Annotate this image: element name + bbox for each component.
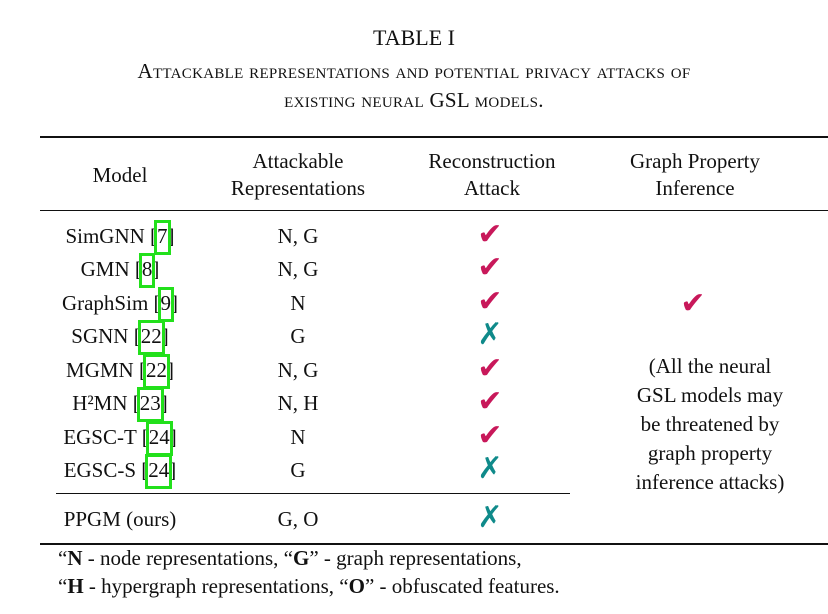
model-name-cell: SGNN [22] <box>20 320 220 355</box>
citation-highlight-box <box>138 253 156 288</box>
citation-highlight-box <box>154 220 171 255</box>
check-mark-icon: ✔ <box>477 419 503 452</box>
representations-cell: N <box>290 291 306 315</box>
model-name-cell: EGSC-S [24] <box>20 454 220 489</box>
citation-highlight-box <box>157 287 175 322</box>
footnote-text-1b: ” - graph representations, <box>309 546 522 570</box>
cross-mark-icon: ✗ <box>477 501 503 534</box>
check-mark-icon: ✔ <box>477 385 503 418</box>
check-mark-icon: ✔ <box>477 352 503 385</box>
model-name-cell: GraphSim [9] <box>20 287 220 322</box>
citation-ref[interactable]: 22 <box>137 320 165 355</box>
check-mark-icon: ✔ <box>477 218 503 251</box>
cross-mark-icon: ✗ <box>477 318 503 351</box>
model-name: EGSC-T <box>63 425 137 449</box>
citation-highlight-box <box>137 320 165 355</box>
footnote-key-h: H <box>67 574 84 598</box>
bottom-rule <box>40 543 828 545</box>
model-name: SGNN <box>71 324 129 348</box>
ours-separator-rule <box>56 493 570 494</box>
representations-cell: N <box>290 425 306 449</box>
citation-ref[interactable]: 9 <box>157 287 175 322</box>
model-name: GraphSim <box>61 291 149 315</box>
citation-highlight-box <box>145 421 173 456</box>
header-model: Model <box>92 163 148 187</box>
representations-cell: N, G <box>277 257 319 281</box>
model-name: SimGNN <box>65 224 145 248</box>
model-name-cell: MGMN [22] <box>20 354 220 389</box>
representations-cell: N, H <box>277 391 319 415</box>
gpi-note: (All the neural GSL models may be threat… <box>620 352 800 497</box>
header-reconstruction-line-1: Reconstruction <box>428 149 556 173</box>
citation-highlight-box <box>145 454 173 489</box>
gpi-note-line-3: be threatened by <box>640 412 780 436</box>
representations-cell: N, G <box>277 358 319 382</box>
table-caption: Attackable representations and potential… <box>0 57 828 115</box>
footnote-key-o: O <box>348 574 365 598</box>
citation-ref[interactable]: 7 <box>154 220 171 255</box>
header-attackable-line-2: Representations <box>230 176 366 200</box>
model-name-cell: H²MN [23] <box>20 387 220 422</box>
footnote-text-2b: ” - obfuscated features. <box>364 574 560 598</box>
citation-ref[interactable]: 24 <box>145 421 173 456</box>
gpi-note-line-5: inference attacks) <box>635 470 785 494</box>
gpi-note-line-1: (All the neural <box>648 354 772 378</box>
gpi-note-line-4: graph property <box>647 441 773 465</box>
footnote-key-g: G <box>293 546 310 570</box>
header-graph-property-line-1: Graph Property <box>629 149 761 173</box>
header-attackable: Attackable Representations <box>208 148 388 202</box>
model-name: GMN <box>80 257 130 281</box>
gpi-note-line-2: GSL models may <box>636 383 784 407</box>
header-graph-property: Graph Property Inference <box>600 148 790 202</box>
header-graph-property-line-2: Inference <box>655 176 735 200</box>
footnote-line-2: “H - hypergraph representations, “O” - o… <box>58 574 560 598</box>
citation-ref[interactable]: 22 <box>142 354 170 389</box>
top-rule <box>40 136 828 138</box>
representations-cell: G <box>290 458 306 482</box>
model-name-cell: EGSC-T [24] <box>20 421 220 456</box>
footnote-text-2a: - hypergraph representations, “ <box>83 574 349 598</box>
model-name-cell: SimGNN [7] <box>20 220 220 255</box>
header-attackable-line-1: Attackable <box>252 149 344 173</box>
check-mark-icon: ✔ <box>477 251 503 284</box>
caption-line-1: Attackable representations and potential… <box>137 59 691 83</box>
table-label: TABLE I <box>373 25 455 50</box>
model-name: PPGM (ours) <box>63 507 177 531</box>
representations-cell: N, G <box>277 224 319 248</box>
model-name: H²MN <box>72 391 128 415</box>
model-name-cell: PPGM (ours) <box>20 507 220 532</box>
representations-cell: G, O <box>277 507 319 531</box>
footnote-line-1: “N - node representations, “G” - graph r… <box>58 546 522 570</box>
check-mark-icon: ✔ <box>477 285 503 318</box>
model-name: EGSC-S <box>63 458 137 482</box>
caption-line-2: existing neural GSL models. <box>284 88 544 112</box>
model-name: MGMN <box>66 358 134 382</box>
citation-ref[interactable]: 24 <box>145 454 173 489</box>
citation-ref[interactable]: 8 <box>138 253 156 288</box>
footnote-text-1a: - node representations, “ <box>82 546 294 570</box>
header-reconstruction: Reconstruction Attack <box>402 148 582 202</box>
footnote-key-n: N <box>67 546 83 570</box>
model-name-cell: GMN [8] <box>20 253 220 288</box>
representations-cell: G <box>290 324 306 348</box>
header-reconstruction-line-2: Attack <box>464 176 520 200</box>
citation-highlight-box <box>142 354 170 389</box>
citation-ref[interactable]: 23 <box>136 387 164 422</box>
gpi-check-mark: ✔ <box>680 287 706 320</box>
header-rule <box>40 210 828 211</box>
cross-mark-icon: ✗ <box>477 452 503 485</box>
citation-highlight-box <box>136 387 164 422</box>
